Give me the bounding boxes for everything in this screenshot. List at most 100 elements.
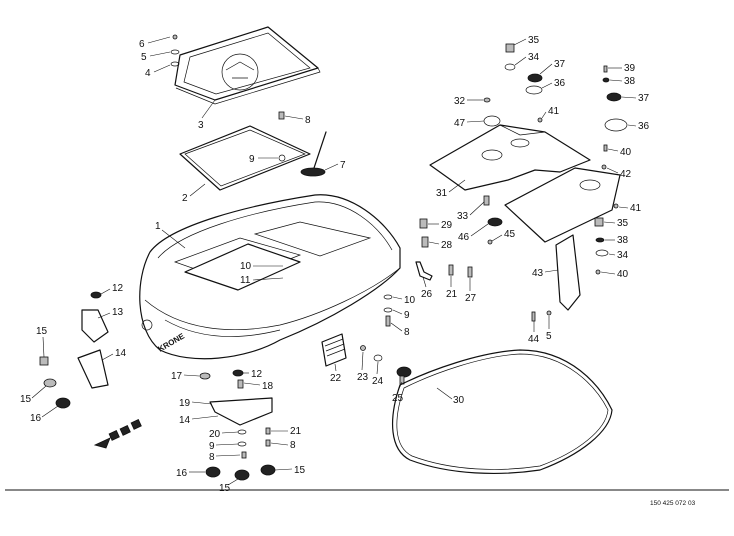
part-4-6-screws — [170, 34, 180, 67]
callout-26: 26 — [421, 289, 433, 300]
part-39-40-pins — [602, 65, 610, 152]
callout-16-bottom: 16 — [176, 468, 188, 479]
callout-10-right: 10 — [404, 295, 416, 306]
callout-8-bottom-right: 8 — [290, 440, 296, 451]
part-2-panel — [179, 125, 311, 191]
callout-30: 30 — [453, 395, 465, 406]
callout-12-center: 12 — [251, 369, 263, 380]
callout-39: 39 — [624, 63, 636, 74]
callout-34-top: 34 — [528, 52, 540, 63]
callout-16-left: 16 — [30, 413, 42, 424]
callout-31: 31 — [436, 188, 448, 199]
callout-15-lower: 15 — [20, 394, 32, 405]
part-12-washer — [232, 369, 244, 377]
callouts: 6 5 4 3 8 9 7 2 1 10 11 12 13 14 15 15 1… — [20, 35, 650, 494]
callout-28: 28 — [441, 240, 453, 251]
callout-17: 17 — [171, 371, 183, 382]
callout-21-right: 21 — [446, 289, 458, 300]
part-26-bracket — [415, 261, 433, 281]
callout-19: 19 — [179, 398, 191, 409]
callout-45: 45 — [504, 229, 516, 240]
callout-12-left: 12 — [112, 283, 124, 294]
callout-37-left: 37 — [554, 59, 566, 70]
part-35-cap — [505, 43, 515, 53]
callout-15-bottom-right: 15 — [294, 465, 306, 476]
callout-40-upper: 40 — [620, 147, 632, 158]
part-28-29-fittings — [419, 218, 429, 248]
callout-20: 20 — [209, 429, 221, 440]
part-21-27-bolts — [448, 264, 473, 278]
callout-43: 43 — [532, 268, 544, 279]
part-46-grommet — [487, 217, 503, 227]
part-34-washer — [504, 63, 516, 71]
part-8-top-screw — [278, 111, 285, 120]
part-36-ring — [525, 85, 628, 132]
callout-35-lower: 35 — [617, 218, 629, 229]
callout-47: 47 — [454, 118, 466, 129]
callout-46: 46 — [458, 232, 470, 243]
callout-9-right: 9 — [404, 310, 410, 321]
callout-5: 5 — [141, 52, 147, 63]
part-32-screw — [483, 97, 491, 103]
callout-37-right: 37 — [638, 93, 650, 104]
part-33-screw — [483, 195, 490, 206]
callout-13: 13 — [112, 307, 124, 318]
callout-3: 3 — [198, 120, 204, 131]
callout-38-upper: 38 — [624, 76, 636, 87]
callout-22: 22 — [330, 373, 342, 384]
callout-36-left: 36 — [554, 78, 566, 89]
callout-32: 32 — [454, 96, 466, 107]
part-41-42-screws — [537, 117, 619, 209]
callout-10-hood: 10 — [240, 261, 252, 272]
part-19-plate — [209, 397, 273, 426]
callout-41-upper: 41 — [548, 106, 560, 117]
callout-18: 18 — [262, 381, 274, 392]
part-30-seal — [391, 349, 613, 475]
part-16-left-knob — [55, 397, 71, 409]
part-15-16-bottom-knobs — [205, 464, 276, 481]
part-18-screw — [237, 379, 244, 389]
document-number: 150 425 072 03 — [650, 500, 696, 507]
callout-6: 6 — [139, 39, 145, 50]
part-22-vent — [321, 333, 347, 367]
callout-7: 7 — [340, 160, 346, 171]
callout-40-lower: 40 — [617, 269, 629, 280]
part-15-left-clip — [39, 356, 57, 388]
callout-24: 24 — [372, 376, 384, 387]
part-12-left-washer — [90, 291, 102, 299]
part-8-9-10-fasteners — [383, 294, 393, 327]
part-8-21-bolts — [241, 427, 271, 459]
callout-4: 4 — [145, 68, 151, 79]
part-17-nut — [199, 372, 211, 380]
callout-8-bottom-left: 8 — [209, 452, 215, 463]
callout-9: 9 — [249, 154, 255, 165]
part-37-cap — [527, 73, 622, 102]
callout-29: 29 — [441, 220, 453, 231]
callout-27: 27 — [465, 293, 477, 304]
callout-9-bottom: 9 — [209, 441, 215, 452]
callout-11: 11 — [240, 275, 251, 286]
part-44-5-bolts — [531, 310, 552, 322]
callout-25: 25 — [392, 393, 404, 404]
part-43-strip — [555, 234, 581, 311]
direction-arrow — [93, 419, 142, 449]
callout-41-lower: 41 — [630, 203, 642, 214]
callout-36-right: 36 — [638, 121, 650, 132]
part-23-pin — [360, 345, 366, 351]
callout-15-upper: 15 — [36, 326, 48, 337]
callout-44: 44 — [528, 334, 540, 345]
part-31-cover — [429, 124, 591, 191]
part-24-ring — [373, 354, 383, 362]
part-13-bracket — [81, 309, 109, 343]
callout-35-top: 35 — [528, 35, 540, 46]
callout-2: 2 — [182, 193, 188, 204]
part-1-main-hood: KRONE — [139, 194, 401, 360]
callout-21-bottom: 21 — [290, 426, 302, 437]
callout-42: 42 — [620, 169, 632, 180]
callout-15-bottom-left: 15 — [219, 483, 231, 494]
part-35-38-34-40-stack — [594, 217, 609, 275]
part-14-bracket — [77, 349, 109, 389]
callout-33: 33 — [457, 211, 469, 222]
callout-8-top: 8 — [305, 115, 311, 126]
